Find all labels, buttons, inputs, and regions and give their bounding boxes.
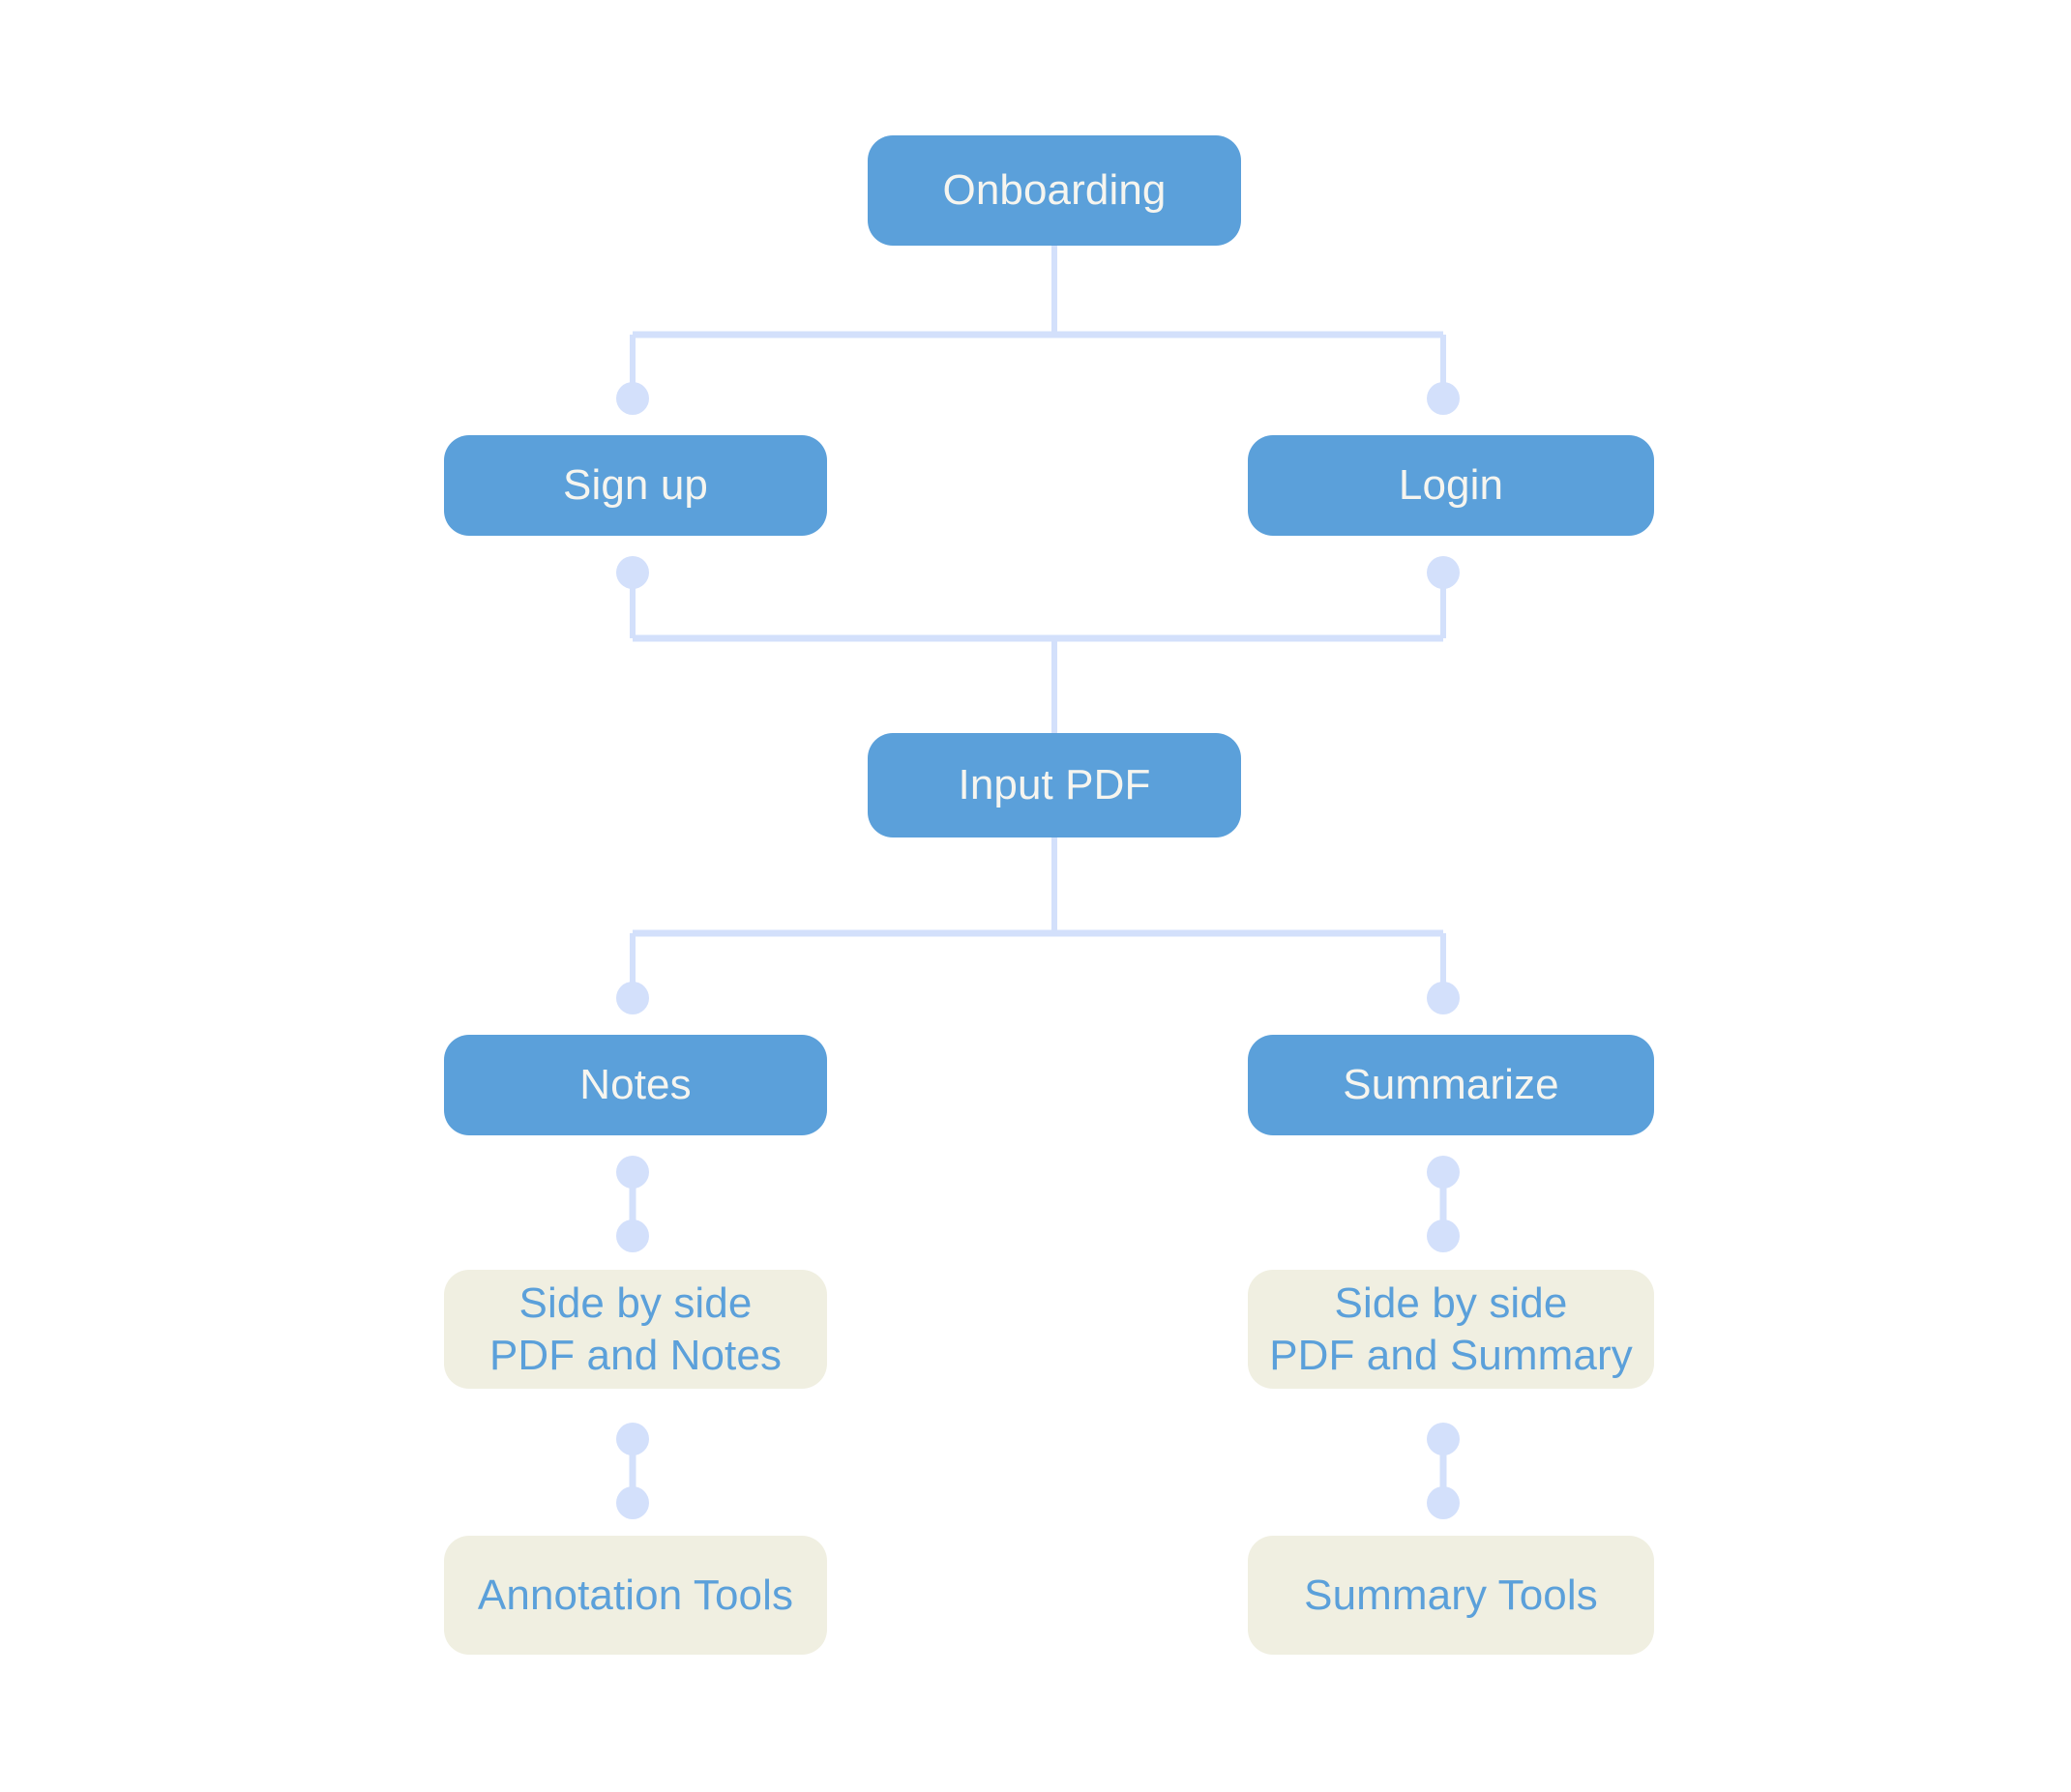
node-login[interactable]: Login — [1248, 435, 1654, 536]
edge-endpoint-dot-side-by-side-notes-bottom — [616, 1423, 649, 1455]
edge-onboarding-branch — [616, 246, 1460, 415]
node-notes[interactable]: Notes — [444, 1035, 827, 1135]
edge-endpoint-dot-notes-bottom — [616, 1156, 649, 1189]
edge-auth-merge — [616, 556, 1460, 733]
edge-endpoint-dot-signup-bottom — [616, 556, 649, 589]
edge-endpoint-dot-login-top — [1427, 382, 1460, 415]
edge-summarize-to-side-by-side — [1427, 1156, 1460, 1252]
edge-notes-to-side-by-side — [616, 1156, 649, 1252]
node-side-by-side-pdf-and-summary[interactable]: Side by side PDF and Summary — [1248, 1270, 1654, 1389]
edge-endpoint-dot-side-by-side-summary-bottom — [1427, 1423, 1460, 1455]
edge-endpoint-dot-notes-top — [616, 982, 649, 1014]
edge-endpoint-dot-signup-top — [616, 382, 649, 415]
edge-side-by-side-to-summary-tools — [1427, 1423, 1460, 1519]
edge-input-pdf-branch — [616, 837, 1460, 1014]
edge-endpoint-dot-side-by-side-notes-top — [616, 1219, 649, 1252]
edge-side-by-side-to-annotation-tools — [616, 1423, 649, 1519]
node-summarize[interactable]: Summarize — [1248, 1035, 1654, 1135]
node-summary-tools[interactable]: Summary Tools — [1248, 1536, 1654, 1655]
edge-endpoint-dot-annotation-tools-top — [616, 1486, 649, 1519]
node-side-by-side-pdf-and-notes[interactable]: Side by side PDF and Notes — [444, 1270, 827, 1389]
node-onboarding[interactable]: Onboarding — [868, 135, 1241, 246]
node-annotation-tools[interactable]: Annotation Tools — [444, 1536, 827, 1655]
node-input-pdf[interactable]: Input PDF — [868, 733, 1241, 837]
edge-endpoint-dot-summarize-bottom — [1427, 1156, 1460, 1189]
edge-endpoint-dot-side-by-side-summary-top — [1427, 1219, 1460, 1252]
edge-endpoint-dot-login-bottom — [1427, 556, 1460, 589]
node-sign-up[interactable]: Sign up — [444, 435, 827, 536]
edge-endpoint-dot-summarize-top — [1427, 982, 1460, 1014]
edge-endpoint-dot-summary-tools-top — [1427, 1486, 1460, 1519]
